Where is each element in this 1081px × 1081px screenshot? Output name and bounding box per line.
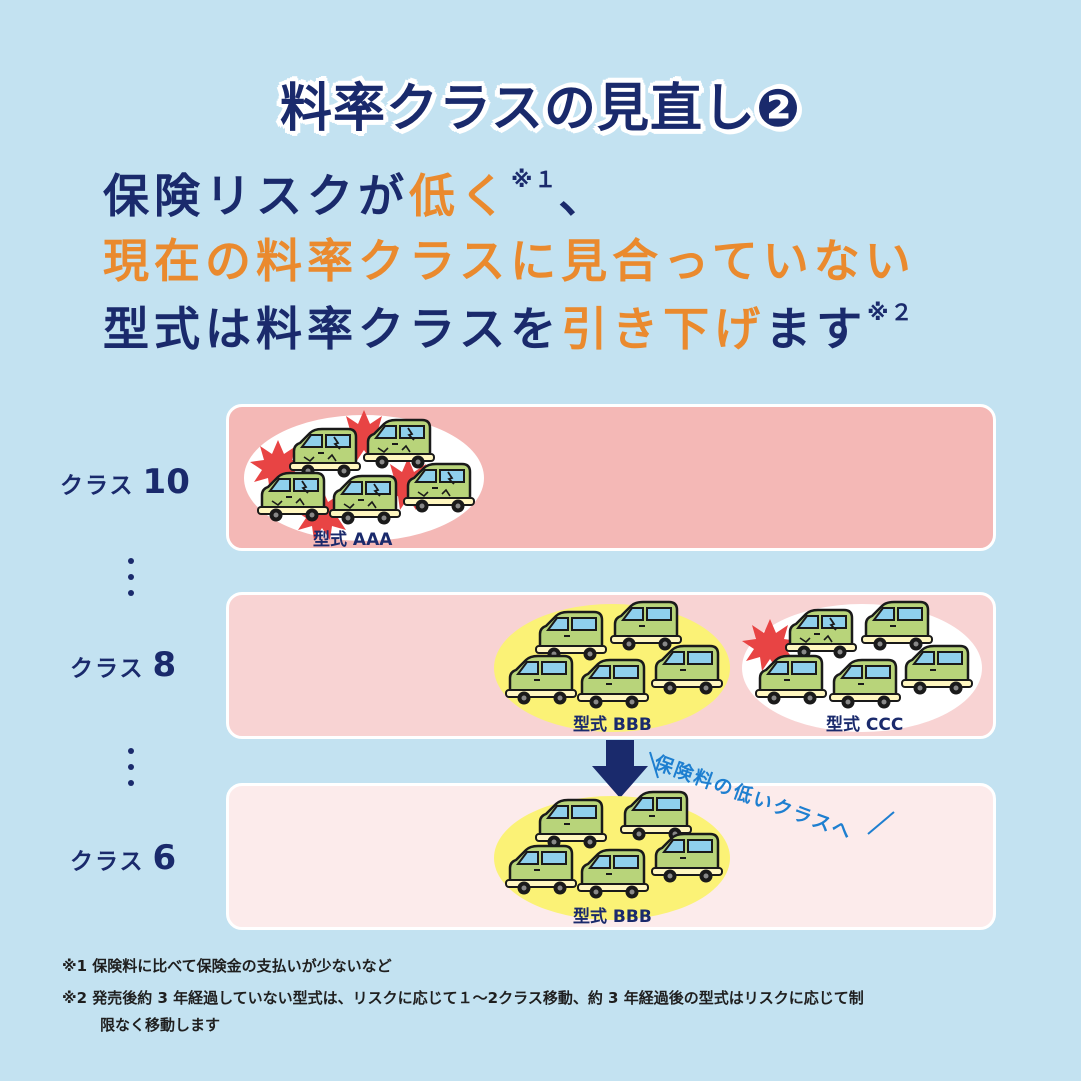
vertical-ellipsis-icon xyxy=(128,558,134,606)
headline-text: 、 xyxy=(558,169,610,223)
headline-text: ます xyxy=(765,302,868,356)
group-ccc-label: 型式 CCC xyxy=(826,715,904,735)
caption-slash xyxy=(867,811,895,835)
class-number: 6 xyxy=(152,838,177,878)
class-kana: クラス xyxy=(60,473,135,499)
class-8-label: クラス 8 xyxy=(70,645,176,685)
headline-line-2: 現在の料率クラスに見合っていない xyxy=(103,225,916,291)
footnote-2-continued: 限なく移動します xyxy=(100,1016,221,1034)
caption-slash xyxy=(649,751,659,779)
footnote-1: ※1 保険料に比べて保険金の支払いが少ないなど xyxy=(62,957,392,975)
class-10-label: クラス 10 xyxy=(60,462,190,502)
vertical-ellipsis-icon xyxy=(128,748,134,796)
footnote-ref-1: ※１ xyxy=(511,168,559,193)
group-bbb-label: 型式 BBB xyxy=(573,715,652,735)
headline-text: 型式は料率クラスを xyxy=(103,302,562,356)
class-kana: クラス xyxy=(70,849,145,875)
group-bbb-moved-label: 型式 BBB xyxy=(573,907,652,927)
headline-highlight: 引き下げ xyxy=(561,302,766,356)
headline-highlight: 現在の料率クラスに見合っていない xyxy=(103,234,916,288)
headline-line-3: 型式は料率クラスを引き下げます※２ xyxy=(103,293,914,359)
class-6-label: クラス 6 xyxy=(70,838,176,878)
group-aaa-label: 型式 AAA xyxy=(313,530,393,550)
headline-text: 保険リスクが xyxy=(103,169,409,223)
down-arrow-icon xyxy=(592,740,648,798)
headline-line-1: 保険リスクが低く※１、 xyxy=(103,160,609,226)
class-number: 8 xyxy=(152,645,177,685)
footnote-2: ※2 発売後約 3 年経過していない型式は、リスクに応じて１～2クラス移動、約 … xyxy=(62,989,864,1007)
page-title: 料率クラスの見直し❷ xyxy=(280,79,801,139)
class-number: 10 xyxy=(142,462,190,502)
headline-highlight: 低く xyxy=(409,169,511,223)
footnote-ref-2: ※２ xyxy=(867,301,915,326)
class-kana: クラス xyxy=(70,656,145,682)
